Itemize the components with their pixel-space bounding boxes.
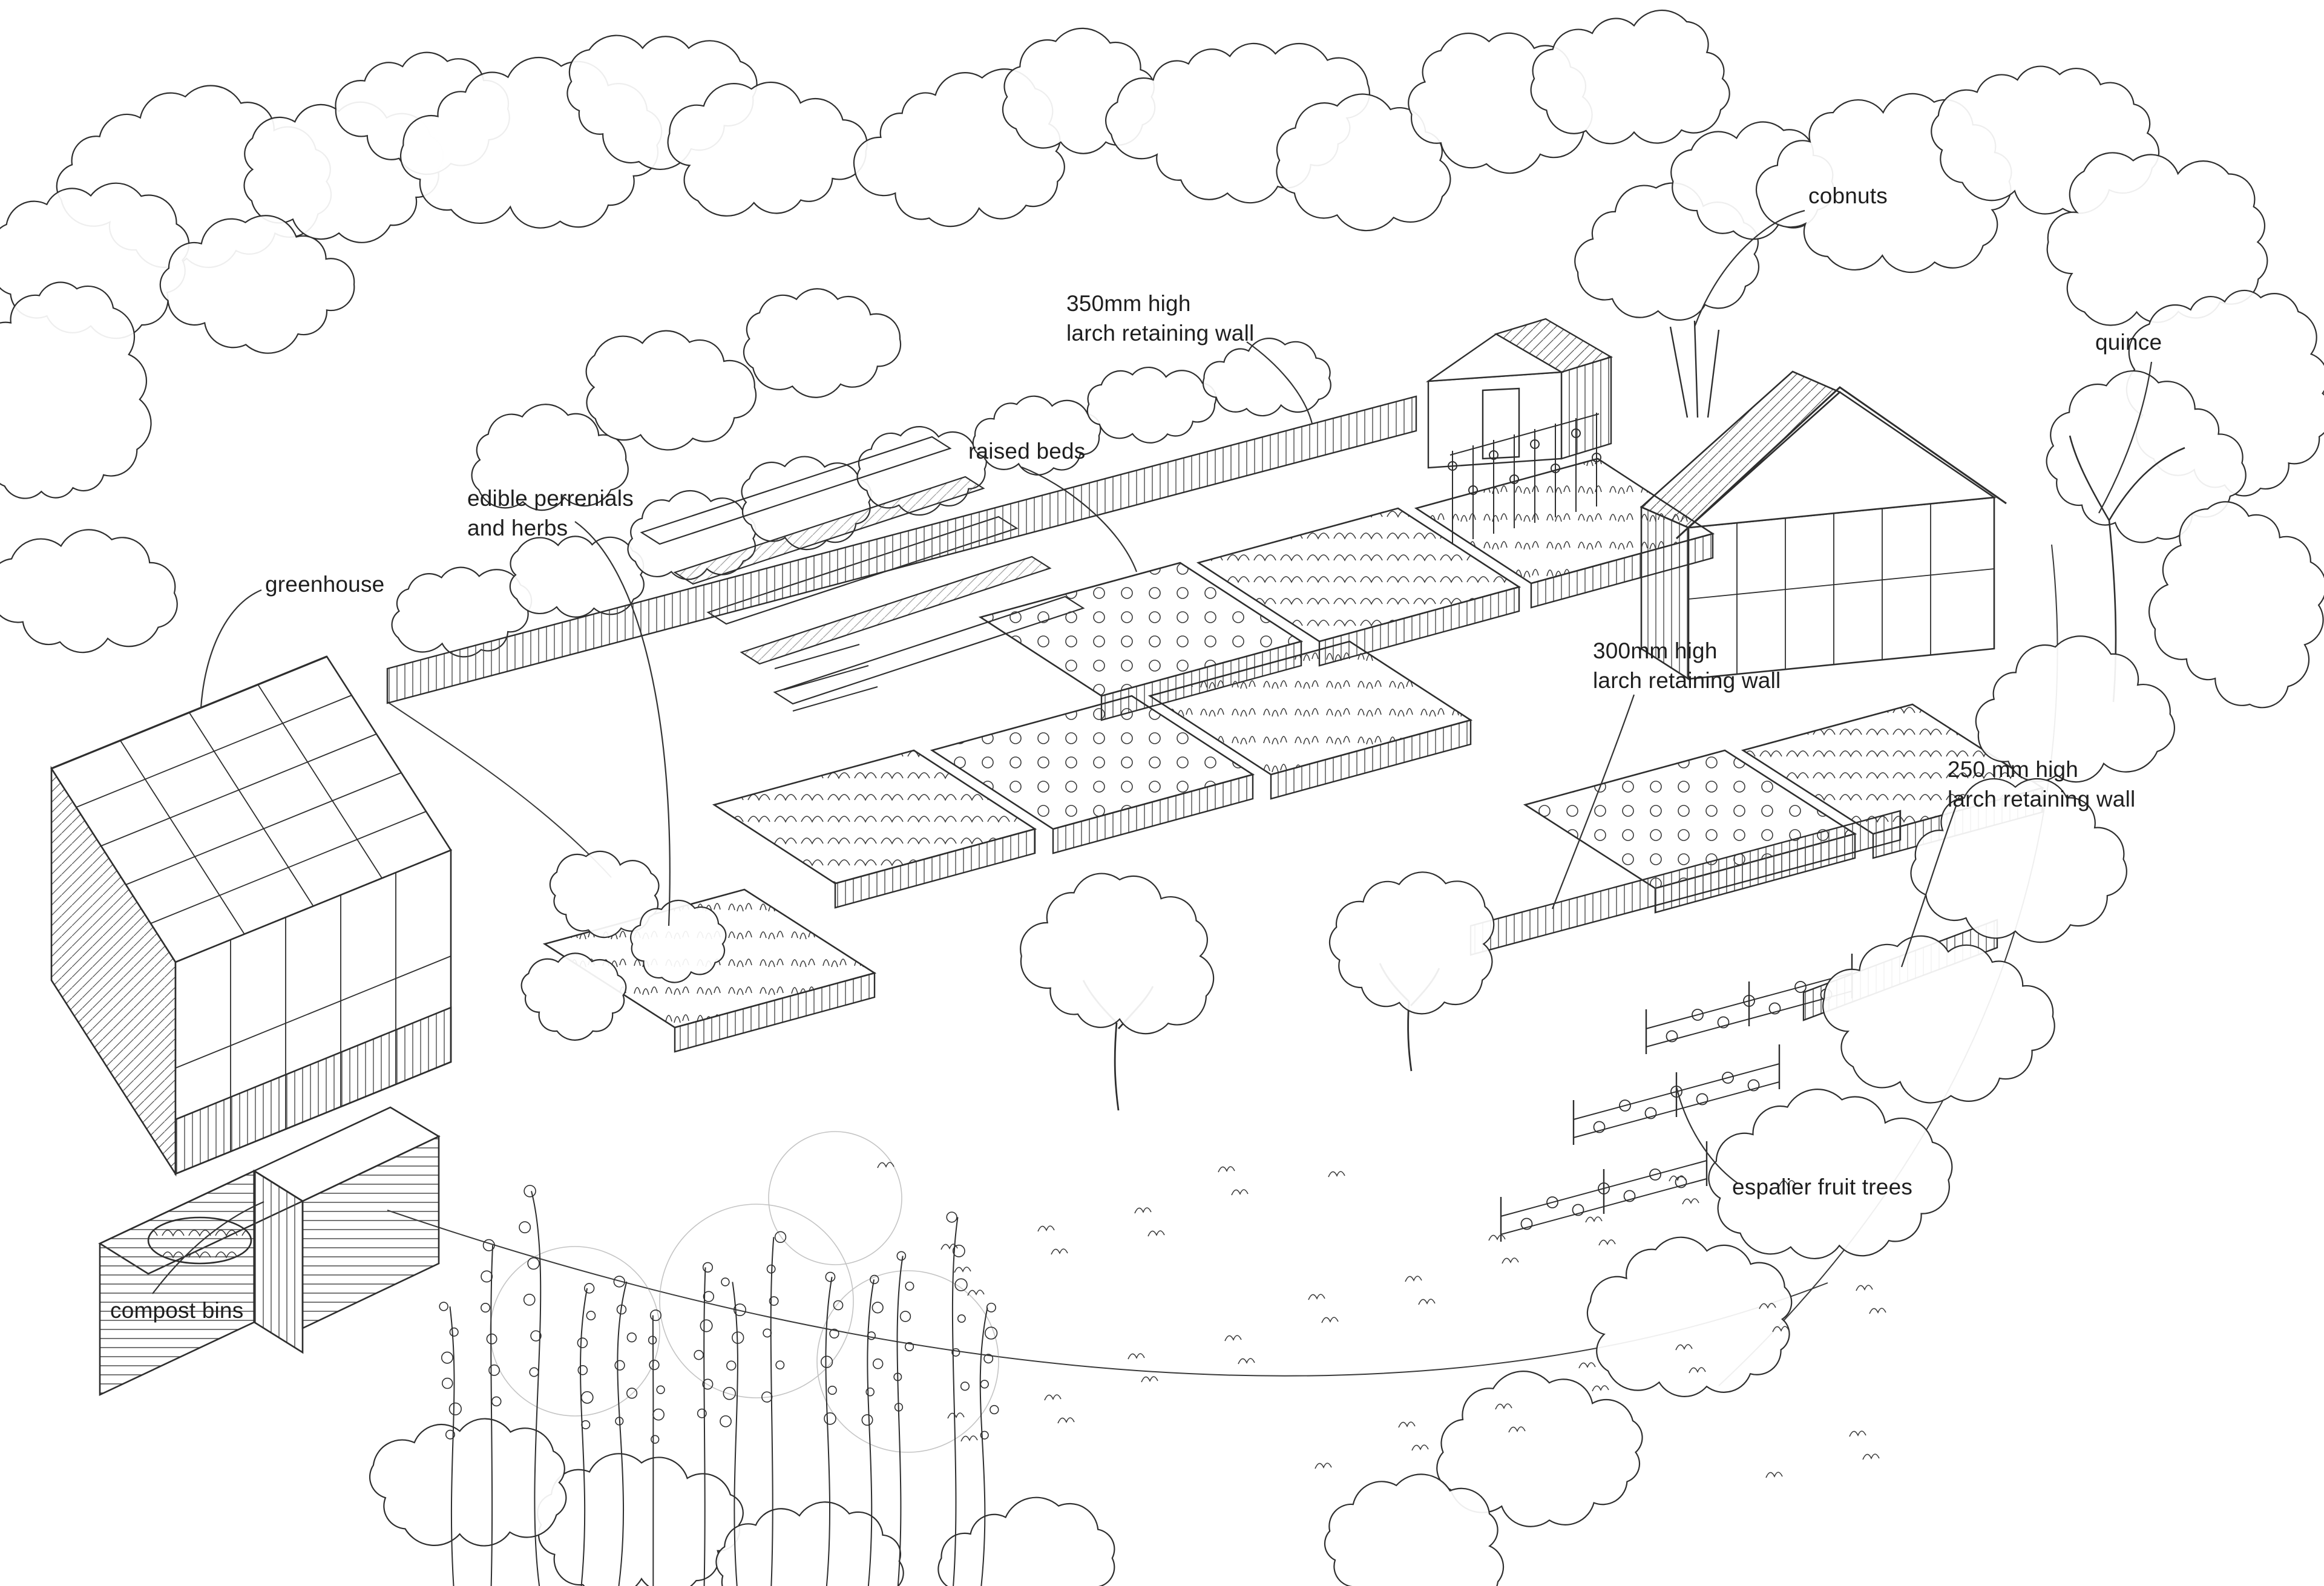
leader-wall-250 — [1900, 805, 1957, 968]
label-raised-beds-text: raised beds — [968, 439, 1086, 464]
label-wall-350-line2: larch retaining wall — [1066, 320, 1255, 346]
label-edible-line2: and herbs — [467, 515, 568, 540]
label-edible-perennials: edible perrenials and herbs — [467, 484, 634, 543]
label-edible-line1: edible perrenials — [467, 486, 634, 511]
steps-sketch — [774, 644, 878, 712]
foreground-flowers-grass-sketch — [439, 1162, 1886, 1586]
leader-cobnuts — [1693, 209, 1805, 327]
label-compost-bins: compost bins — [110, 1296, 243, 1326]
label-wall-350-line1: 350mm high — [1066, 291, 1191, 316]
label-wall-300: 300mm high larch retaining wall — [1593, 637, 1781, 696]
leader-wall-300 — [1551, 694, 1635, 909]
raised-beds-sketch — [542, 457, 2045, 1053]
greenhouse-sketch — [50, 655, 452, 1177]
bean-poles-sketch — [1448, 413, 1601, 545]
leader-edible — [574, 521, 671, 926]
label-wall-300-line1: 300mm high — [1593, 638, 1718, 663]
cobnut-stems-sketch — [1669, 320, 1720, 418]
leader-lines — [152, 209, 2153, 1294]
label-quince: quince — [2095, 328, 2162, 358]
pencil-circles-sketch — [490, 1131, 999, 1453]
label-compost-bins-text: compost bins — [110, 1298, 244, 1323]
label-raised-beds: raised beds — [968, 437, 1086, 467]
terrace-steps-sketch — [640, 436, 1085, 705]
label-espalier-text: espalier fruit trees — [1732, 1175, 1913, 1199]
small-shed-sketch — [1425, 318, 1613, 469]
leader-compost-bins — [152, 1201, 264, 1294]
label-greenhouse-text: greenhouse — [265, 572, 385, 597]
leader-wall-350 — [1246, 341, 1313, 424]
label-espalier-fruit-trees: espalier fruit trees — [1732, 1173, 1912, 1202]
retaining-wall-350-sketch — [386, 395, 1417, 704]
compost-bins-sketch — [98, 1106, 441, 1397]
label-cobnuts: cobnuts — [1808, 182, 1888, 211]
label-wall-250-line2: larch retaining wall — [1948, 786, 2136, 811]
label-wall-250: 250 mm high larch retaining wall — [1948, 755, 2135, 814]
background-trees-sketch — [0, 9, 2324, 709]
label-wall-300-line2: larch retaining wall — [1593, 667, 1781, 693]
leader-quince — [2098, 361, 2153, 514]
leader-raised-beds — [1021, 466, 1138, 572]
label-quince-text: quince — [2095, 330, 2162, 355]
label-wall-250-line1: 250 mm high — [1948, 757, 2079, 782]
leader-espalier — [1675, 1086, 1739, 1184]
label-greenhouse: greenhouse — [265, 570, 384, 600]
label-wall-350: 350mm high larch retaining wall — [1066, 289, 1254, 349]
foreground-planting-sketch — [369, 635, 2176, 1586]
espalier-fruit-trees-sketch — [1500, 954, 1853, 1242]
label-cobnuts-text: cobnuts — [1808, 183, 1888, 208]
leader-greenhouse — [200, 589, 262, 709]
